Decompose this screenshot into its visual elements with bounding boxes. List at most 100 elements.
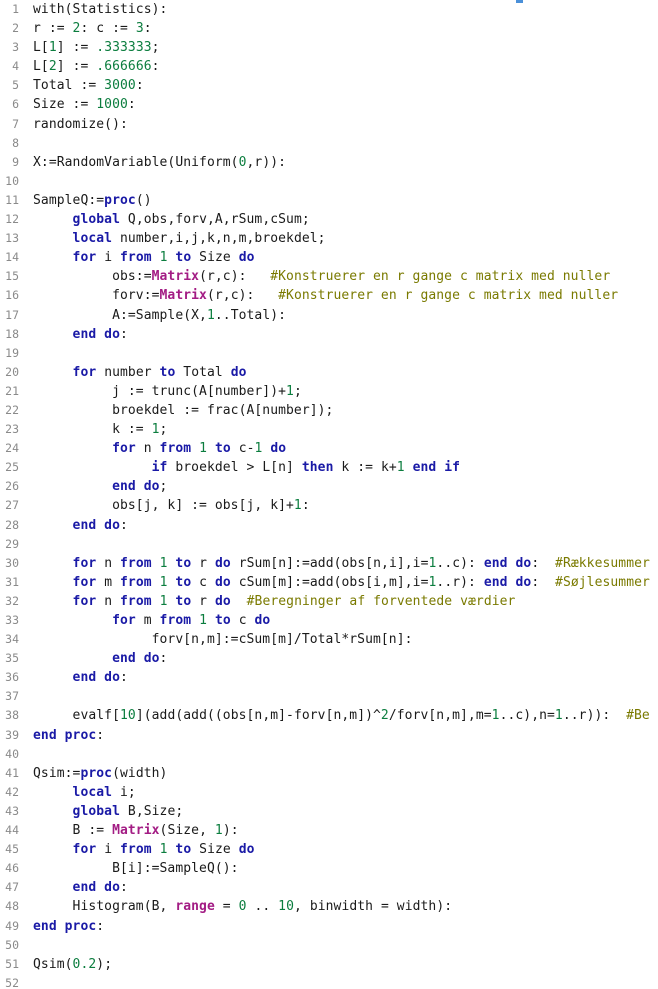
code-token: : [127, 97, 136, 113]
code-line[interactable]: 43 global B,Size; [0, 802, 658, 821]
code-line[interactable]: 28 end do: [0, 516, 658, 535]
code-token: for [72, 250, 97, 266]
code-line[interactable]: 10 [0, 172, 658, 191]
code-token: 1 [159, 593, 168, 609]
code-line[interactable]: 38 evalf[10](add(add((obs[n,m]-forv[n,m]… [0, 706, 658, 725]
line-number: 7 [12, 116, 19, 131]
code-token: .. [246, 899, 279, 915]
code-token: : [151, 59, 160, 75]
code-line[interactable]: 36 end do: [0, 668, 658, 687]
code-token: from [120, 593, 152, 609]
code-line[interactable]: 50 [0, 936, 658, 955]
code-token: to [159, 364, 176, 380]
code-token: : [120, 880, 128, 896]
code-token: ](add(add((obs[n,m]-forv[n,m])^ [135, 708, 381, 724]
code-token: Histogram(B, [33, 899, 176, 915]
code-line[interactable]: 16 forv:=Matrix(r,c): #Konstruerer en r … [0, 286, 658, 305]
code-line[interactable]: 21 j := trunc(A[number])+1; [0, 382, 658, 401]
code-token: (r,c): [206, 288, 279, 304]
code-line[interactable]: 14 for i from 1 to Size do [0, 248, 658, 267]
code-line[interactable]: 35 end do: [0, 649, 658, 668]
code-token: proc [80, 765, 113, 781]
code-line[interactable]: 52 [0, 974, 658, 989]
code-line[interactable]: 13 local number,i,j,k,n,m,broekdel; [0, 229, 658, 248]
code-line[interactable]: 27 obs[j, k] := obs[j, k]+1: [0, 496, 658, 515]
code-line[interactable]: 46 B[i]:=SampleQ(): [0, 859, 658, 878]
code-token: forv:= [33, 288, 160, 304]
code-line[interactable]: 17 A:=Sample(X,1..Total): [0, 306, 658, 325]
code-token: 0 [238, 899, 247, 915]
code-line[interactable]: 25 if broekdel > L[n] then k := k+1 end … [0, 458, 658, 477]
code-token [33, 880, 73, 895]
line-code: Qsim:=proc(width) [33, 764, 167, 783]
code-token: 1 [554, 708, 563, 724]
code-token [33, 785, 73, 800]
code-line[interactable]: 37 [0, 687, 658, 706]
code-line[interactable]: 30 for n from 1 to r do rSum[n]:=add(obs… [0, 554, 658, 573]
code-line[interactable]: 12 global Q,obs,forv,A,rSum,cSum; [0, 210, 658, 229]
code-token: = [214, 899, 239, 915]
code-token: ; [159, 422, 168, 438]
code-line[interactable]: 33 for m from 1 to c do [0, 611, 658, 630]
line-code: global Q,obs,forv,A,rSum,cSum; [33, 210, 310, 229]
line-number: 26 [5, 479, 19, 494]
code-line[interactable]: 20 for number to Total do [0, 363, 658, 382]
code-token: ,r)): [246, 154, 287, 170]
code-line[interactable]: 19 [0, 344, 658, 363]
code-token: for [112, 613, 136, 628]
code-line[interactable]: 45 for i from 1 to Size do [0, 840, 658, 859]
code-token: local [72, 231, 113, 247]
code-token: i [96, 250, 121, 266]
code-line[interactable]: 18 end do: [0, 325, 658, 344]
code-line[interactable]: 47 end do: [0, 878, 658, 897]
code-line[interactable]: 44 B := Matrix(Size, 1): [0, 821, 658, 840]
code-line[interactable]: 8 [0, 134, 658, 153]
code-line[interactable]: 24 for n from 1 to c-1 do [0, 439, 658, 458]
code-line[interactable]: 40 [0, 745, 658, 764]
code-line[interactable]: 29 [0, 535, 658, 554]
code-line[interactable]: 15 obs:=Matrix(r,c): #Konstruerer en r g… [0, 267, 658, 286]
code-token: n [96, 593, 121, 609]
code-token: 1 [199, 441, 208, 457]
code-line[interactable]: 22 broekdel := frac(A[number]); [0, 401, 658, 420]
code-token: 0 [238, 154, 247, 170]
code-line[interactable]: 26 end do; [0, 477, 658, 496]
code-token: #Be [626, 708, 650, 724]
line-number: 25 [5, 460, 19, 475]
code-token [33, 842, 73, 857]
code-line[interactable]: 42 local i; [0, 783, 658, 802]
code-token: : [143, 21, 152, 37]
code-line[interactable]: 48 Histogram(B, range = 0 .. 10, binwidt… [0, 897, 658, 916]
code-token: obs[j, k] := obs[j, k]+ [33, 498, 294, 514]
code-line[interactable]: 31 for m from 1 to c do cSum[m]:=add(obs… [0, 573, 658, 592]
code-token [33, 250, 73, 265]
code-token: then [301, 460, 334, 476]
line-number: 47 [5, 880, 19, 895]
code-token: Qsim:= [33, 765, 81, 781]
line-number: 42 [5, 784, 19, 799]
code-token: broekdel > L[n] [167, 460, 302, 476]
line-number: 18 [5, 326, 19, 341]
code-line[interactable]: 23 k := 1; [0, 420, 658, 439]
line-number: 45 [5, 842, 19, 857]
code-line[interactable]: 34 forv[n,m]:=cSum[m]/Total*rSum[n]: [0, 630, 658, 649]
code-token: do [238, 250, 255, 266]
code-token: for [72, 574, 97, 590]
code-line[interactable]: 32 for n from 1 to r do #Beregninger af … [0, 592, 658, 611]
code-token: global [72, 212, 120, 228]
